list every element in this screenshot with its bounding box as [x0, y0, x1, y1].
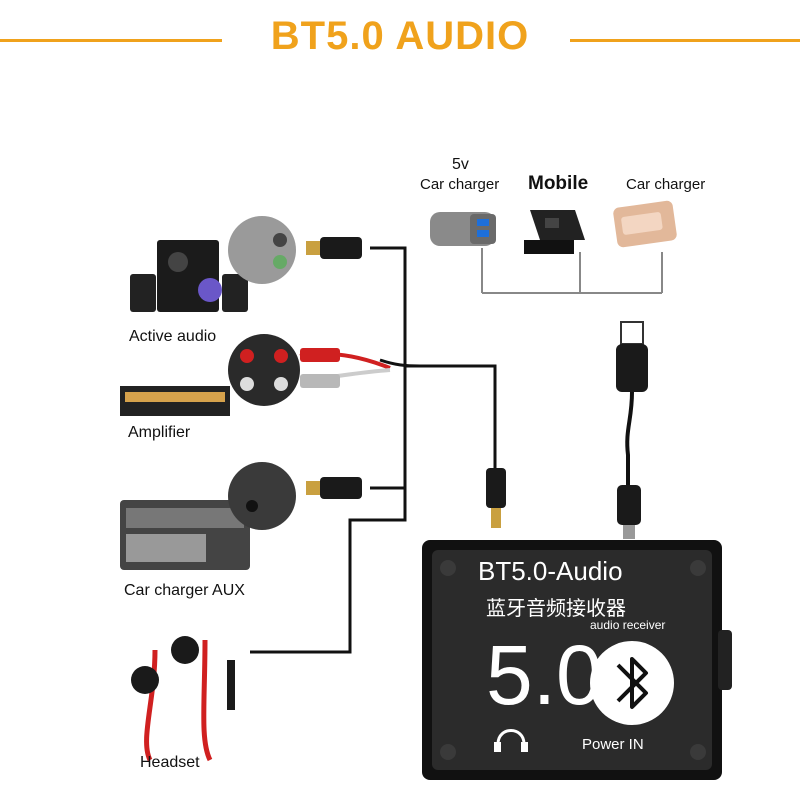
- car-charger-5v-label: Car charger: [420, 176, 500, 193]
- car-charger-5v-device: [430, 212, 496, 246]
- amplifier-label: Amplifier: [128, 424, 191, 441]
- rca-cables: [299, 348, 391, 388]
- car-charger-aux-label: Car charger AUX: [124, 582, 245, 599]
- bluetooth-icon: [590, 641, 674, 725]
- mobile-charger-device: [524, 210, 585, 254]
- module-chinese-name: 蓝牙音频接收器: [486, 596, 626, 620]
- title-line-right: [570, 39, 800, 42]
- power-source-bracket: [481, 248, 663, 294]
- module-subtitle: audio receiver: [590, 618, 666, 632]
- aux-jack-plug: [306, 477, 362, 499]
- title-line-left: [0, 39, 222, 42]
- active-audio-connector: [228, 216, 296, 284]
- active-audio-label: Active audio: [129, 328, 217, 345]
- active-audio-jack-plug: [306, 237, 362, 259]
- active-audio-speakers: [130, 240, 248, 312]
- module-name: BT5.0-Audio: [478, 556, 623, 586]
- usb-power-cable: [616, 321, 648, 539]
- car-charger-label: Car charger: [626, 176, 706, 193]
- amplifier-connector: [228, 334, 300, 406]
- car-charger-5v-top-label: 5v: [452, 156, 469, 173]
- module-big-number: 5.0: [486, 628, 603, 722]
- headset-device: [131, 636, 235, 762]
- headphone-icon: [494, 729, 528, 752]
- audio-cables: [250, 246, 497, 654]
- page-title: BT5.0 AUDIO: [270, 14, 530, 58]
- mobile-label: Mobile: [528, 173, 589, 194]
- title-row: BT5.0 AUDIO: [0, 0, 800, 80]
- car-charger-device: [613, 200, 677, 248]
- amplifier-device: [120, 386, 230, 416]
- car-aux-device: [120, 500, 250, 570]
- car-aux-connector: [228, 462, 296, 530]
- headset-label: Headset: [140, 754, 200, 771]
- power-in-label: Power IN: [582, 736, 644, 753]
- module-jack-plug: [486, 468, 506, 528]
